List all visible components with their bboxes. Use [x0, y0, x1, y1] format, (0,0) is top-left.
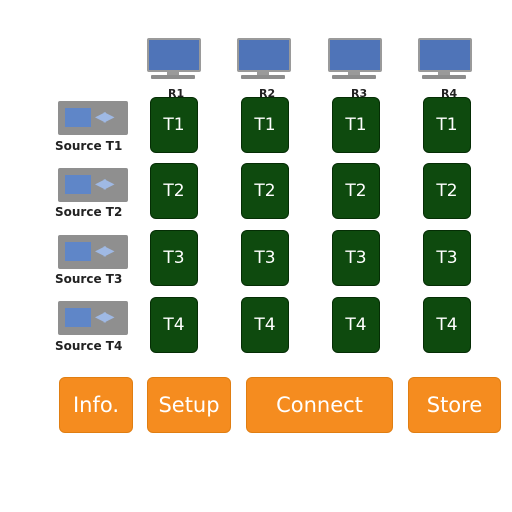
matrix-cell-r2-t2[interactable]: T2	[241, 163, 289, 219]
connect-button[interactable]: Connect	[246, 377, 393, 433]
receiver-r3-monitor-icon[interactable]	[326, 38, 382, 82]
store-button[interactable]: Store	[408, 377, 501, 433]
source-t4-device-icon[interactable]: ◀▶	[58, 301, 128, 335]
matrix-cell-r2-t3[interactable]: T3	[241, 230, 289, 286]
source-t3-device-icon[interactable]: ◀▶	[58, 235, 128, 269]
receiver-r1-label: R1	[168, 87, 185, 100]
matrix-cell-r3-t1[interactable]: T1	[332, 97, 380, 153]
source-t2-label: Source T2	[55, 205, 123, 219]
setup-button[interactable]: Setup	[147, 377, 231, 433]
matrix-cell-r4-t1[interactable]: T1	[423, 97, 471, 153]
receiver-r1-monitor-icon[interactable]	[145, 38, 201, 82]
receiver-r2-label: R2	[259, 87, 276, 100]
source-t2-device-icon[interactable]: ◀▶	[58, 168, 128, 202]
receiver-r4-monitor-icon[interactable]	[416, 38, 472, 82]
info-button[interactable]: Info.	[59, 377, 133, 433]
matrix-cell-r2-t1[interactable]: T1	[241, 97, 289, 153]
receiver-r3-label: R3	[351, 87, 368, 100]
matrix-cell-r1-t4[interactable]: T4	[150, 297, 198, 353]
receiver-r4-label: R4	[441, 87, 458, 100]
matrix-cell-r4-t3[interactable]: T3	[423, 230, 471, 286]
matrix-cell-r4-t2[interactable]: T2	[423, 163, 471, 219]
receiver-r2-monitor-icon[interactable]	[235, 38, 291, 82]
matrix-cell-r1-t1[interactable]: T1	[150, 97, 198, 153]
source-t4-label: Source T4	[55, 339, 123, 353]
matrix-cell-r2-t4[interactable]: T4	[241, 297, 289, 353]
matrix-cell-r3-t3[interactable]: T3	[332, 230, 380, 286]
matrix-cell-r4-t4[interactable]: T4	[423, 297, 471, 353]
matrix-cell-r3-t4[interactable]: T4	[332, 297, 380, 353]
matrix-cell-r3-t2[interactable]: T2	[332, 163, 380, 219]
matrix-cell-r1-t3[interactable]: T3	[150, 230, 198, 286]
source-t3-label: Source T3	[55, 272, 123, 286]
source-t1-label: Source T1	[55, 139, 123, 153]
source-t1-device-icon[interactable]: ◀▶	[58, 101, 128, 135]
matrix-cell-r1-t2[interactable]: T2	[150, 163, 198, 219]
